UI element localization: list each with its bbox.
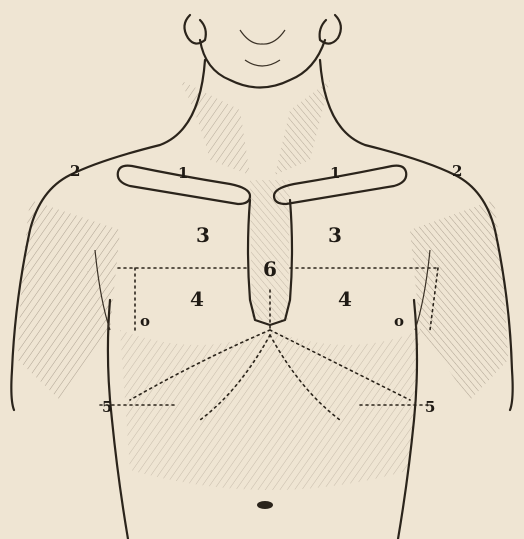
label-nipple-right: o [394, 312, 404, 330]
label-mammary-right: 4 [338, 287, 352, 311]
label-clavicle-left: 1 [178, 164, 188, 182]
label-sternal: 6 [263, 257, 277, 281]
label-lateral-right: 5 [425, 398, 435, 416]
label-nipple-left: o [140, 312, 150, 330]
label-clavicle-right: 1 [330, 164, 340, 182]
label-infraclavicular-left: 3 [196, 223, 210, 247]
label-infraclavicular-right: 3 [328, 223, 342, 247]
shading [18, 80, 508, 490]
label-mammary-left: 4 [190, 287, 204, 311]
label-lateral-left: 5 [102, 398, 112, 416]
navel [257, 501, 273, 509]
face [184, 15, 340, 88]
label-shoulder-right: 2 [452, 162, 462, 180]
label-shoulder-left: 2 [70, 162, 80, 180]
